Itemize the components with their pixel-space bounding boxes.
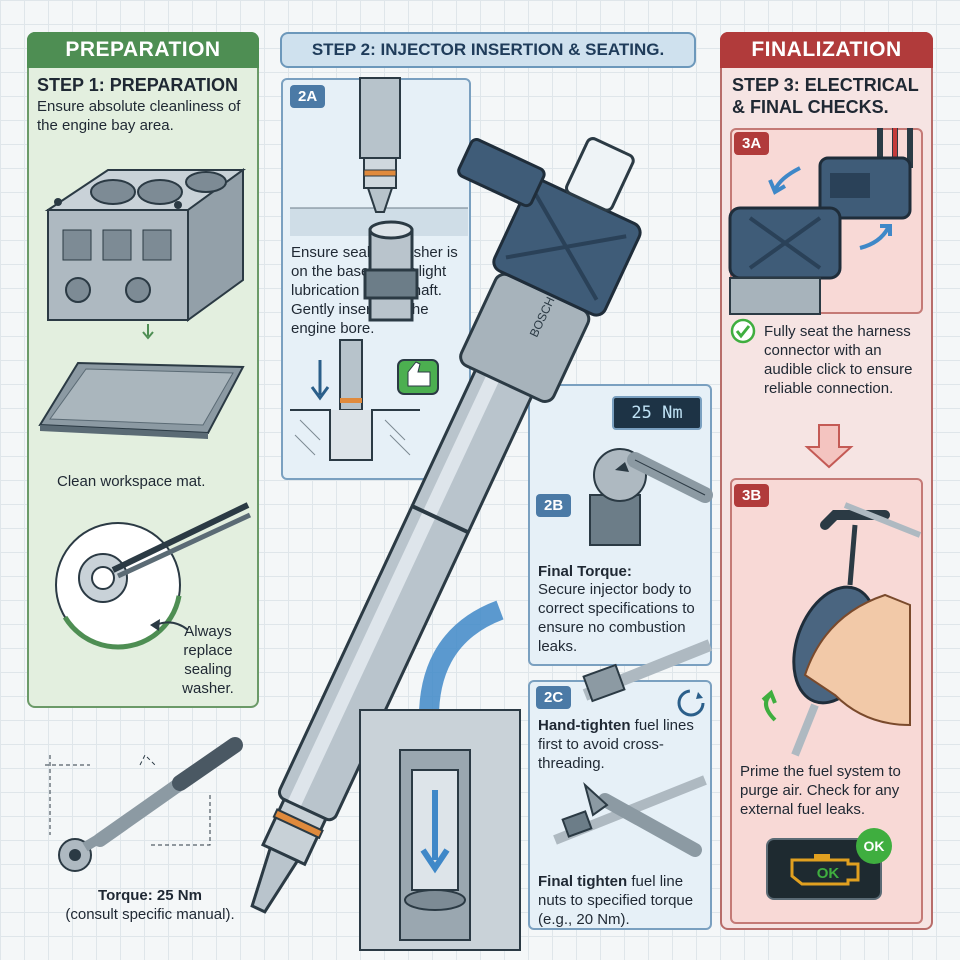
- preparation-header: PREPARATION: [27, 32, 259, 68]
- ok-badge: OK: [856, 828, 892, 864]
- hand-tighten-label: Hand-tighten: [538, 717, 631, 734]
- step2c-final-text: Final tighten fuel line nuts to specifie…: [538, 872, 708, 929]
- step1-intro: Ensure absolute cleanliness of the engin…: [37, 98, 241, 134]
- torque-sub: (consult specific manual).: [65, 906, 235, 923]
- final-tighten-rest: fuel line nuts to specified torque (e.g.…: [538, 873, 694, 928]
- insertion-arrow-icon: [359, 600, 521, 951]
- step2c-badge: 2C: [536, 686, 572, 709]
- open-end-wrench-illustration: [553, 775, 707, 857]
- arrow-down-icon: [142, 324, 154, 340]
- finalization-header: FINALIZATION: [720, 32, 933, 68]
- step2b-text: Secure injector body to correct specific…: [538, 581, 695, 655]
- rotate-hand-icon: [677, 689, 705, 717]
- ok-big-label: OK: [816, 865, 840, 882]
- flow-down-arrow-icon: [804, 424, 854, 469]
- harness-connector-illustration: [728, 128, 913, 315]
- primer-pump-illustration: [761, 502, 922, 757]
- step3b-badge: 3B: [734, 484, 770, 507]
- ratchet-wrench-illustration: [589, 448, 713, 546]
- torque-display: 25 Nm: [612, 396, 702, 430]
- final-tighten-label: Final tighten: [538, 873, 628, 890]
- step3b-text: Prime the fuel system to purge air. Chec…: [740, 763, 901, 818]
- fuel-line-fitting-illustration: [582, 639, 713, 703]
- workspace-mat-illustration: [38, 361, 245, 439]
- step1-title: STEP 1: PREPARATION: [37, 75, 239, 95]
- check-engine-icon: [790, 854, 860, 886]
- injector-tip-illustration: [290, 77, 468, 236]
- mat-caption: Clean workspace mat.: [57, 473, 206, 490]
- injector-main-illustration: BOSCH: [250, 137, 642, 914]
- step3a-text: Fully seat the harness connector with an…: [764, 323, 913, 397]
- step2b-title: Final Torque:: [538, 563, 632, 580]
- insertion-illustration: [290, 339, 439, 461]
- checkmark-icon: [730, 318, 756, 344]
- step2a-badge: 2A: [290, 85, 326, 108]
- step2-header: STEP 2: INJECTOR INSERTION & SEATING.: [280, 32, 696, 68]
- torque-label: Torque: 25 Nm: [98, 887, 202, 904]
- hand-tighten-rest: fuel lines first to avoid cross-threadin…: [538, 717, 694, 772]
- sealing-washer-illustration: [53, 502, 252, 650]
- washer-caption: Always replace sealing washer.: [182, 623, 234, 697]
- torque-wrench-illustration: [45, 737, 243, 872]
- engine-block-illustration: [44, 168, 247, 322]
- step2b-badge: 2B: [536, 494, 572, 517]
- step3-title: STEP 3: ELECTRICAL & FINAL CHECKS.: [732, 75, 919, 117]
- step3a-badge: 3A: [734, 132, 770, 155]
- step2c-hand-text: Hand-tighten fuel lines first to avoid c…: [538, 716, 708, 773]
